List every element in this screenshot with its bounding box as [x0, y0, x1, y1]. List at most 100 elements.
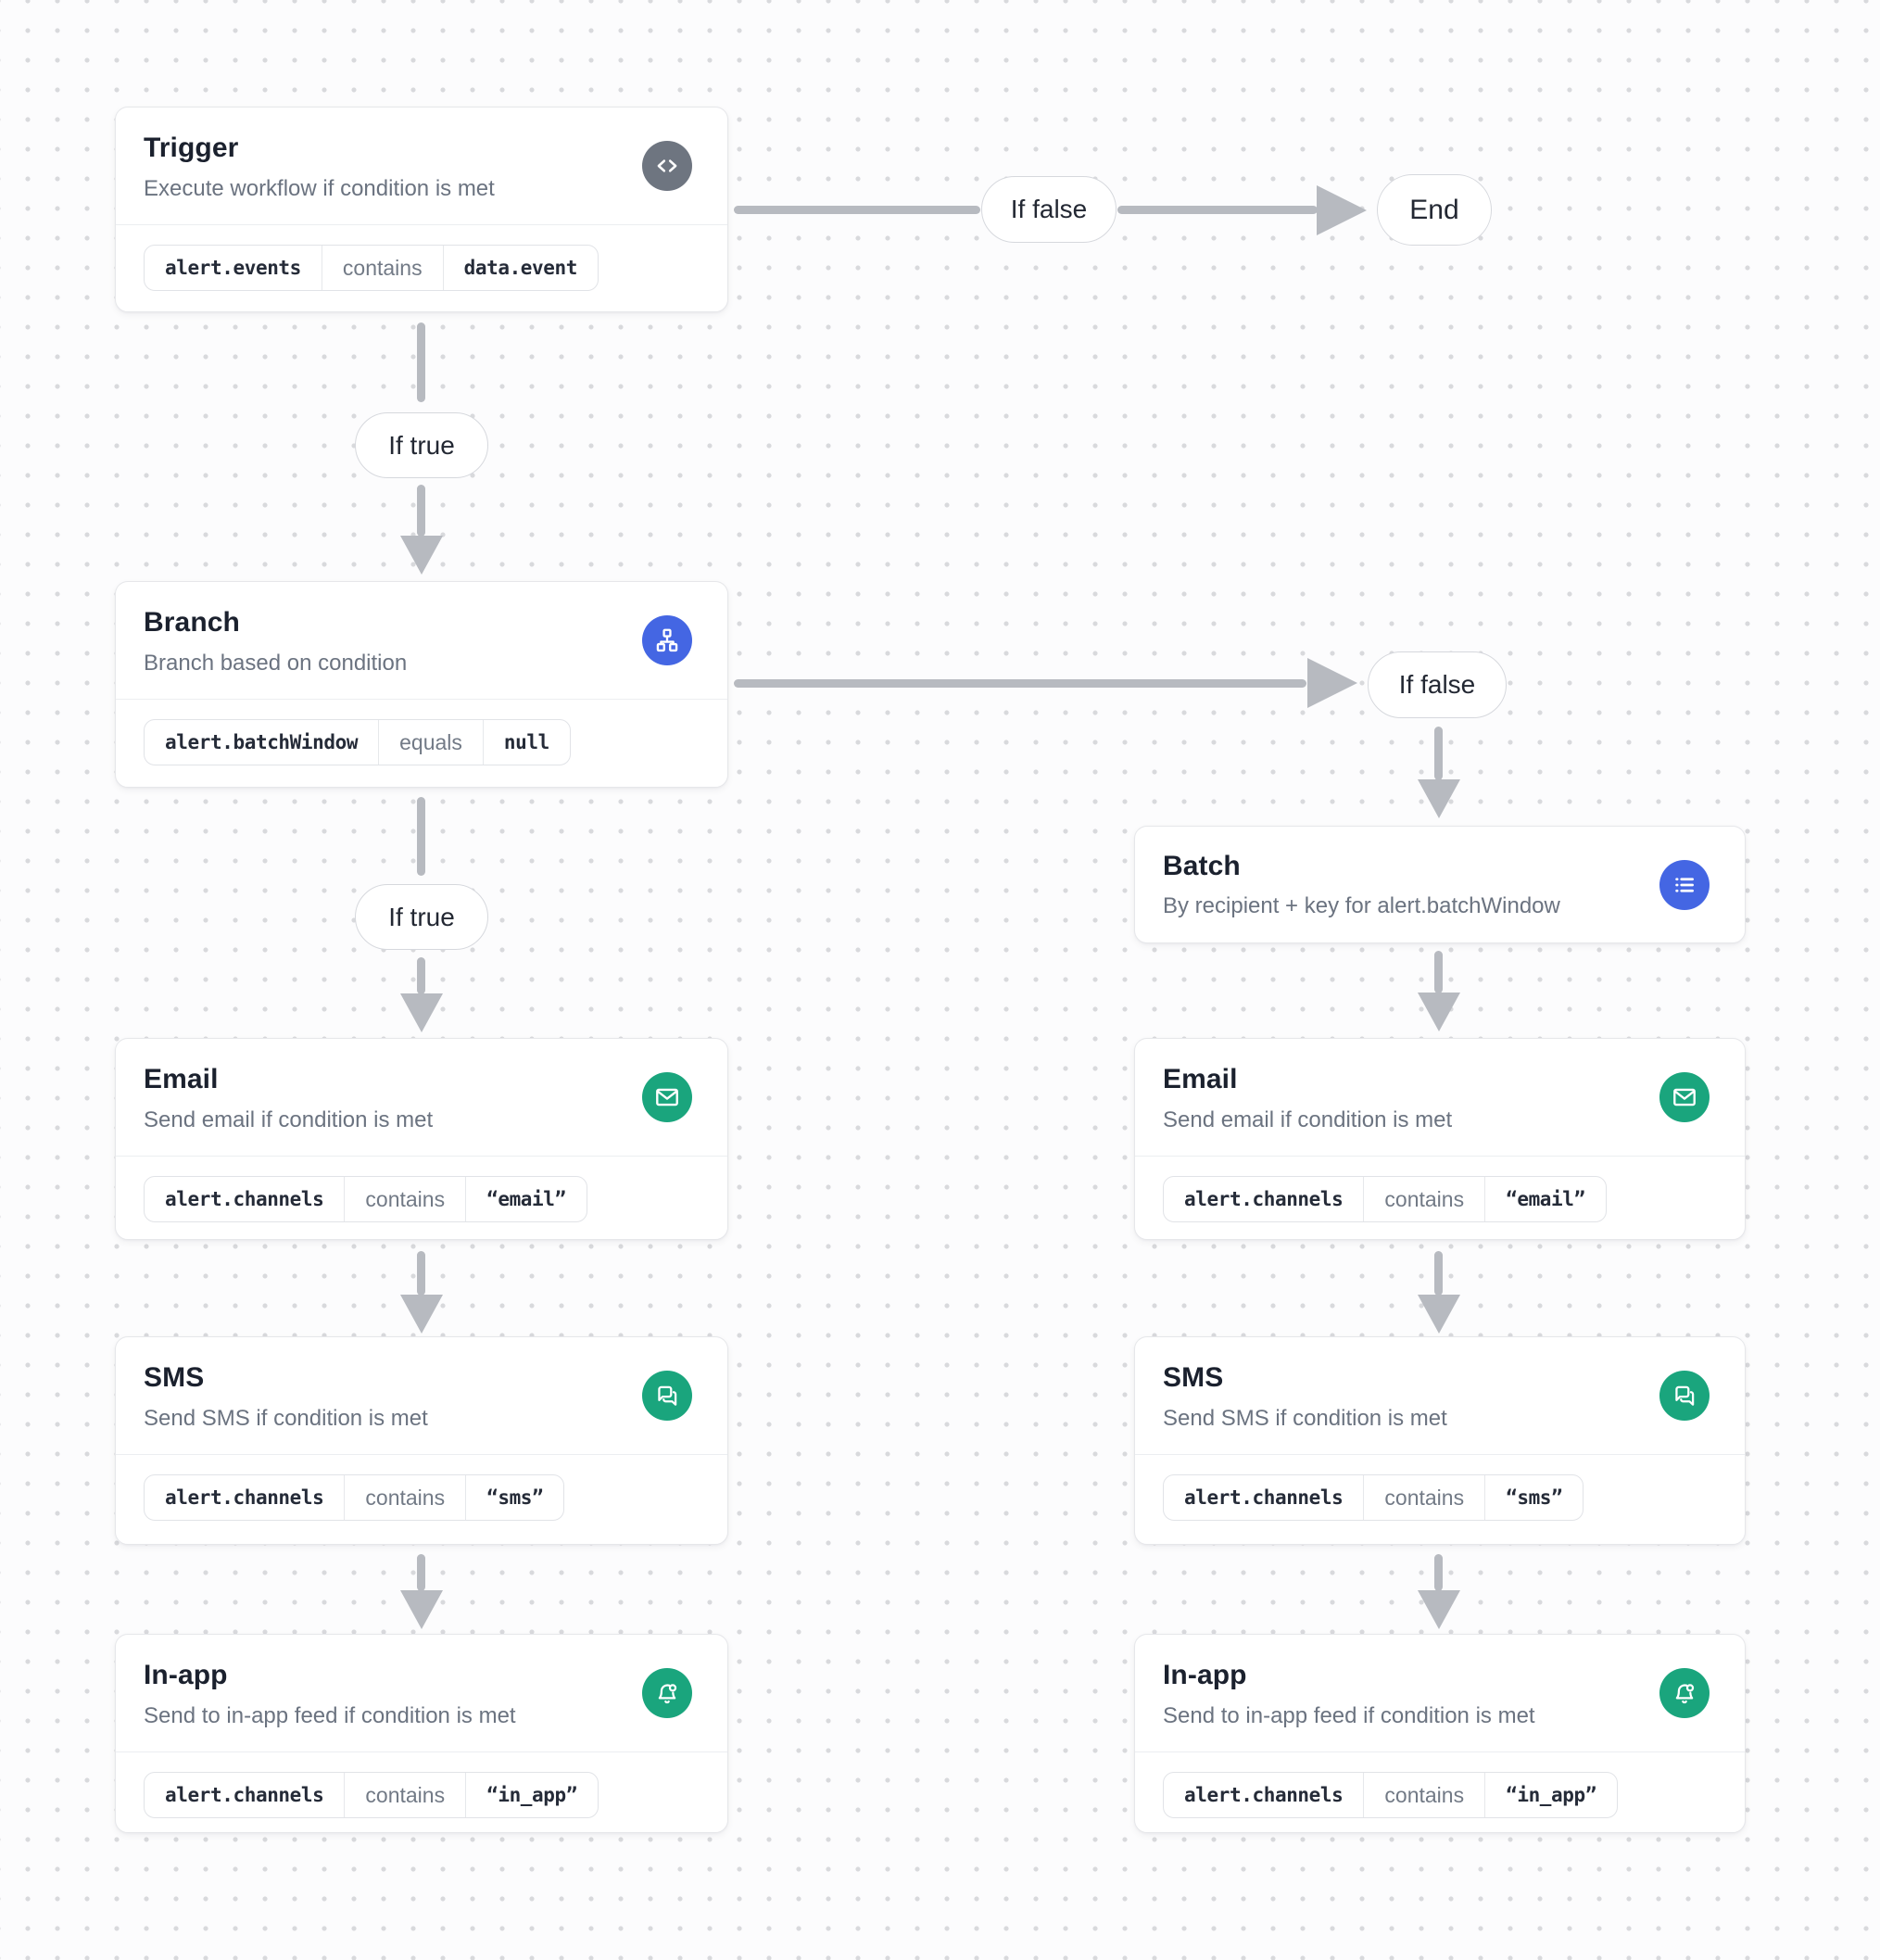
- node-email-header: Email Send email if condition is met: [116, 1039, 727, 1156]
- edge-iffalse-to-end: [1117, 206, 1318, 214]
- node-subtitle: Send to in-app feed if condition is met: [1163, 1702, 1535, 1728]
- edge-label-text: If false: [1010, 195, 1088, 223]
- edge-trigger-to-iftrue: [417, 322, 425, 402]
- condition-value: “in_app”: [1484, 1773, 1617, 1817]
- edge-iftrue2-to-email: [417, 957, 425, 994]
- condition-value: “sms”: [1484, 1475, 1583, 1520]
- node-title: In-app: [1163, 1660, 1247, 1690]
- edge-batch-to-email: [1434, 951, 1443, 993]
- condition-value: data.event: [442, 246, 598, 290]
- node-title: Email: [1163, 1064, 1238, 1094]
- edge-trigger-to-iffalse: [734, 206, 980, 214]
- node-condition-row: alert.channels contains “sms”: [116, 1454, 727, 1540]
- edge-iftrue-to-branch: [417, 485, 425, 537]
- condition-pill: alert.batchWindow equals null: [144, 719, 571, 765]
- node-inapp-header: In-app Send to in-app feed if condition …: [1135, 1635, 1745, 1751]
- condition-pill: alert.channels contains “sms”: [144, 1474, 565, 1521]
- condition-operator: equals: [378, 720, 483, 765]
- node-sms-header: SMS Send SMS if condition is met: [1135, 1337, 1745, 1454]
- chat-bubbles-icon: [1659, 1371, 1710, 1421]
- condition-field: alert.channels: [165, 1486, 324, 1509]
- node-branch-header: Branch Branch based on condition: [116, 582, 727, 699]
- condition-operator: contains: [1363, 1475, 1484, 1520]
- edge-iffalse-to-batch-arrowhead: [1418, 779, 1460, 818]
- edge-batch-to-email-arrowhead: [1418, 993, 1460, 1031]
- node-email-right[interactable]: Email Send email if condition is met ale…: [1134, 1038, 1746, 1240]
- node-title: SMS: [144, 1362, 205, 1393]
- condition-operator: contains: [344, 1773, 465, 1817]
- edge-branch-to-iftrue2: [417, 797, 425, 876]
- edge-label-text: If true: [388, 902, 455, 931]
- condition-pill: alert.channels contains “in_app”: [144, 1772, 599, 1818]
- edge-label-text: If false: [1398, 670, 1476, 699]
- edge-iffalse-to-batch: [1434, 727, 1443, 780]
- end-label: End: [1409, 194, 1459, 225]
- condition-field: alert.channels: [1184, 1188, 1344, 1210]
- node-subtitle: Branch based on condition: [144, 650, 408, 676]
- edge-sms-to-inapp-left-arrowhead: [400, 1590, 443, 1629]
- sitemap-icon: [642, 615, 692, 665]
- edge-email-to-sms-left-arrowhead: [400, 1295, 443, 1334]
- edge-label-if-true-2: If true: [355, 884, 488, 950]
- node-condition-row: alert.channels contains “email”: [116, 1156, 727, 1242]
- node-batch-header: Batch By recipient + key for alert.batch…: [1135, 827, 1745, 942]
- node-subtitle: Send SMS if condition is met: [144, 1405, 428, 1431]
- condition-operator: contains: [344, 1475, 465, 1520]
- node-trigger-header: Trigger Execute workflow if condition is…: [116, 107, 727, 224]
- edge-branch-to-iffalse-arrowhead: [1307, 658, 1357, 708]
- node-inapp-left[interactable]: In-app Send to in-app feed if condition …: [115, 1634, 728, 1833]
- node-inapp-right[interactable]: In-app Send to in-app feed if condition …: [1134, 1634, 1746, 1833]
- condition-field: alert.channels: [165, 1188, 324, 1210]
- edge-label-if-false-right: If false: [1368, 651, 1507, 718]
- node-branch[interactable]: Branch Branch based on condition alert.b…: [115, 581, 728, 788]
- edge-email-to-sms-right-arrowhead: [1418, 1295, 1460, 1334]
- node-email-left[interactable]: Email Send email if condition is met ale…: [115, 1038, 728, 1240]
- bell-dot-icon: [642, 1668, 692, 1718]
- node-subtitle: Send SMS if condition is met: [1163, 1405, 1447, 1431]
- node-condition-row: alert.channels contains “email”: [1135, 1156, 1745, 1242]
- condition-field: alert.events: [165, 257, 301, 279]
- node-condition-row: alert.batchWindow equals null: [116, 699, 727, 785]
- code-icon: [642, 141, 692, 191]
- edge-iffalse-to-end-arrowhead: [1317, 185, 1367, 235]
- node-sms-left[interactable]: SMS Send SMS if condition is met alert.c…: [115, 1336, 728, 1545]
- condition-pill: alert.events contains data.event: [144, 245, 599, 291]
- node-title: Batch: [1163, 850, 1241, 881]
- edge-label-if-true-1: If true: [355, 412, 488, 478]
- node-email-header: Email Send email if condition is met: [1135, 1039, 1745, 1156]
- node-title: Trigger: [144, 133, 239, 163]
- node-subtitle: Send email if condition is met: [144, 1106, 434, 1132]
- condition-value: “email”: [465, 1177, 587, 1221]
- condition-pill: alert.channels contains “email”: [1163, 1176, 1607, 1222]
- edge-sms-to-inapp-left: [417, 1554, 425, 1591]
- node-batch[interactable]: Batch By recipient + key for alert.batch…: [1134, 826, 1746, 943]
- edge-label-if-false-top: If false: [981, 176, 1117, 243]
- list-icon: [1659, 859, 1710, 910]
- node-title: SMS: [1163, 1362, 1224, 1393]
- condition-field: alert.channels: [1184, 1486, 1344, 1509]
- node-title: Email: [144, 1064, 219, 1094]
- node-subtitle: By recipient + key for alert.batchWindow: [1163, 893, 1560, 919]
- condition-pill: alert.channels contains “sms”: [1163, 1474, 1584, 1521]
- node-condition-row: alert.channels contains “sms”: [1135, 1454, 1745, 1540]
- condition-operator: contains: [344, 1177, 465, 1221]
- condition-field: alert.channels: [1184, 1784, 1344, 1806]
- edge-branch-to-iffalse: [734, 679, 1306, 688]
- node-condition-row: alert.events contains data.event: [116, 224, 727, 310]
- edge-sms-to-inapp-right: [1434, 1554, 1443, 1591]
- envelope-icon: [1659, 1072, 1710, 1122]
- node-sms-right[interactable]: SMS Send SMS if condition is met alert.c…: [1134, 1336, 1746, 1545]
- condition-pill: alert.channels contains “email”: [144, 1176, 587, 1222]
- condition-operator: contains: [321, 246, 443, 290]
- condition-operator: contains: [1363, 1177, 1484, 1221]
- condition-value: “in_app”: [465, 1773, 598, 1817]
- end-node: End: [1377, 174, 1492, 246]
- node-trigger[interactable]: Trigger Execute workflow if condition is…: [115, 107, 728, 312]
- edge-sms-to-inapp-right-arrowhead: [1418, 1590, 1460, 1629]
- node-subtitle: Send to in-app feed if condition is met: [144, 1702, 516, 1728]
- edge-email-to-sms-left: [417, 1251, 425, 1296]
- node-subtitle: Execute workflow if condition is met: [144, 175, 495, 201]
- edge-iftrue-to-branch-arrowhead: [400, 536, 443, 575]
- node-condition-row: alert.channels contains “in_app”: [116, 1751, 727, 1838]
- node-sms-header: SMS Send SMS if condition is met: [116, 1337, 727, 1454]
